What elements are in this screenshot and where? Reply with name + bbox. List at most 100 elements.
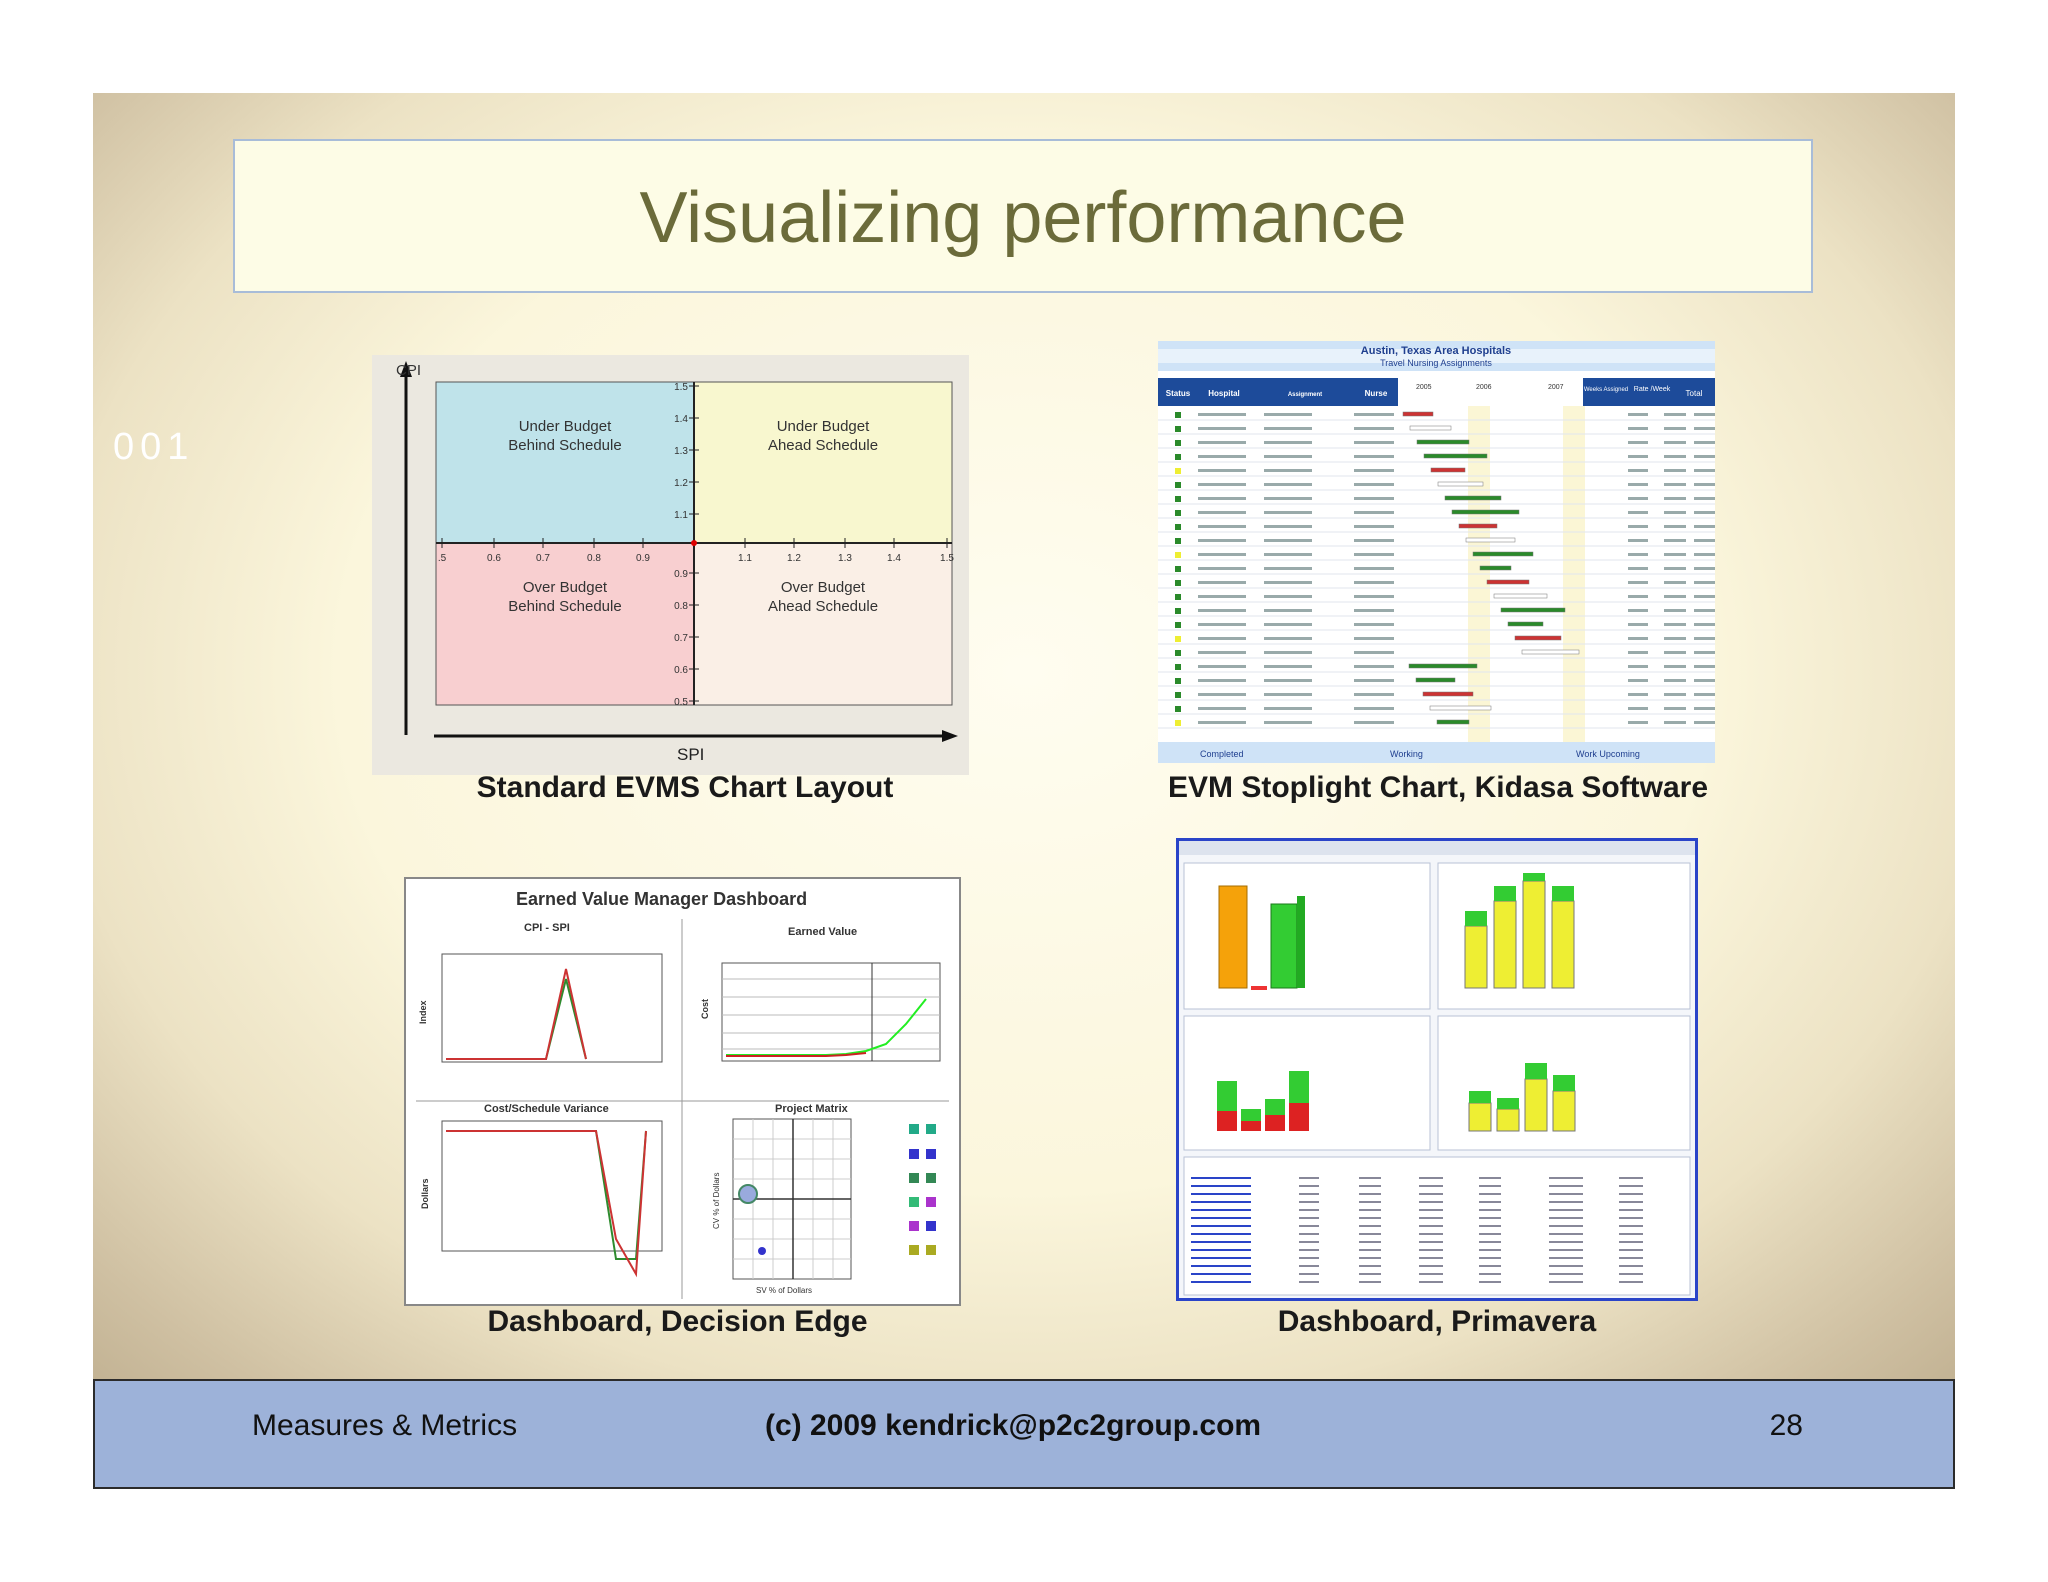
y-tick-label: 0.9 [674, 569, 688, 580]
svg-text:Index: Index [418, 1000, 428, 1024]
footer-copyright: (c) 2009 kendrick@p2c2group.com [765, 1409, 1262, 1442]
cell-text-placeholder [1664, 595, 1686, 598]
svg-text:SV % of Dollars: SV % of Dollars [756, 1286, 812, 1295]
table-cell-placeholder [1299, 1265, 1319, 1267]
cell-text-placeholder [1628, 553, 1648, 556]
cell-text-placeholder [1354, 413, 1394, 416]
table-cell-placeholder [1191, 1185, 1251, 1187]
cell-text-placeholder [1694, 511, 1716, 514]
cell-text-placeholder [1694, 595, 1716, 598]
svg-text:2007: 2007 [1548, 384, 1564, 391]
cell-text-placeholder [1354, 623, 1394, 626]
cell-text-placeholder [1354, 609, 1394, 612]
gantt-bar [1472, 551, 1534, 557]
table-cell-placeholder [1479, 1233, 1501, 1235]
cell-text-placeholder [1354, 511, 1394, 514]
gantt-bar [1514, 635, 1562, 641]
cell-text-placeholder [1694, 679, 1716, 682]
q-lr-line1: Over Budget [781, 579, 866, 596]
cell-text-placeholder [1264, 567, 1312, 570]
cell-text-placeholder [1694, 567, 1716, 570]
cell-text-placeholder [1264, 581, 1312, 584]
table-cell-placeholder [1549, 1273, 1583, 1275]
cell-text-placeholder [1694, 721, 1716, 724]
cell-text-placeholder [1198, 609, 1246, 612]
cell-text-placeholder [1628, 665, 1648, 668]
table-cell-placeholder [1299, 1185, 1319, 1187]
cell-text-placeholder [1694, 637, 1716, 640]
table-cell-placeholder [1619, 1257, 1643, 1259]
table-cell-placeholder [1619, 1193, 1643, 1195]
cell-text-placeholder [1664, 637, 1686, 640]
cell-text-placeholder [1354, 707, 1394, 710]
cell-text-placeholder [1198, 553, 1246, 556]
page-number: 28 [1769, 1409, 1803, 1442]
caption-primavera: Dashboard, Primavera [1277, 1305, 1597, 1338]
cell-text-placeholder [1664, 665, 1686, 668]
dashboard-title: Earned Value Manager Dashboard [516, 889, 807, 909]
cell-text-placeholder [1628, 427, 1648, 430]
table-cell-placeholder [1419, 1217, 1443, 1219]
cell-text-placeholder [1198, 567, 1246, 570]
slide-title: Visualizing performance [639, 178, 1407, 258]
table-cell-placeholder [1479, 1209, 1501, 1211]
cell-text-placeholder [1354, 525, 1394, 528]
gantt-bar [1486, 579, 1530, 585]
gantt-bar [1415, 677, 1456, 683]
table-cell-placeholder [1549, 1193, 1583, 1195]
table-cell-placeholder [1619, 1209, 1643, 1211]
cell-text-placeholder [1694, 651, 1716, 654]
gantt-bar [1451, 509, 1520, 515]
cell-text-placeholder [1628, 595, 1648, 598]
quadrant-upper-left [435, 381, 695, 544]
gantt-bar [1430, 467, 1466, 473]
cell-text-placeholder [1264, 707, 1312, 710]
cell-text-placeholder [1694, 413, 1716, 416]
cell-text-placeholder [1198, 707, 1246, 710]
cell-text-placeholder [1694, 693, 1716, 696]
table-cell-placeholder [1359, 1273, 1381, 1275]
y-tick-label: 0.7 [674, 633, 688, 644]
cell-text-placeholder [1664, 469, 1686, 472]
cell-text-placeholder [1354, 637, 1394, 640]
cell-text-placeholder [1264, 679, 1312, 682]
x-axis-label: SPI [677, 745, 704, 764]
table-cell-placeholder [1419, 1201, 1443, 1203]
cell-text-placeholder [1694, 553, 1716, 556]
cell-text-placeholder [1354, 651, 1394, 654]
table-cell-placeholder [1479, 1177, 1501, 1179]
y-tick-label: 1.3 [674, 446, 688, 457]
table-cell-placeholder [1549, 1265, 1583, 1267]
x-tick-label: 1.1 [738, 553, 752, 564]
cell-text-placeholder [1628, 469, 1648, 472]
status-icon [1175, 412, 1181, 418]
table-cell-placeholder [1359, 1281, 1381, 1283]
table-cell-placeholder [1619, 1177, 1643, 1179]
table-cell-placeholder [1359, 1185, 1381, 1187]
cell-text-placeholder [1198, 469, 1246, 472]
cell-text-placeholder [1354, 553, 1394, 556]
table-cell-placeholder [1549, 1233, 1583, 1235]
legend-working: Working [1390, 749, 1423, 759]
table-cell-placeholder [1549, 1217, 1583, 1219]
status-icon [1175, 636, 1181, 642]
svg-text:Hospital: Hospital [1208, 389, 1240, 398]
gantt-bar [1437, 481, 1484, 487]
gantt-bar [1458, 523, 1498, 529]
table-cell-placeholder [1619, 1217, 1643, 1219]
cell-text-placeholder [1664, 581, 1686, 584]
table-cell-placeholder [1549, 1249, 1583, 1251]
table-cell-placeholder [1479, 1185, 1501, 1187]
svg-text:Earned Value: Earned Value [788, 926, 857, 938]
cell-text-placeholder [1198, 455, 1246, 458]
cell-text-placeholder [1664, 553, 1686, 556]
cell-text-placeholder [1628, 581, 1648, 584]
cell-text-placeholder [1694, 427, 1716, 430]
svg-text:2005: 2005 [1416, 384, 1432, 391]
cell-text-placeholder [1264, 665, 1312, 668]
gantt-bar [1444, 495, 1502, 501]
q-ul-line1: Under Budget [519, 418, 612, 435]
table-cell-placeholder [1619, 1201, 1643, 1203]
table-cell-placeholder [1479, 1281, 1501, 1283]
cell-text-placeholder [1264, 651, 1312, 654]
